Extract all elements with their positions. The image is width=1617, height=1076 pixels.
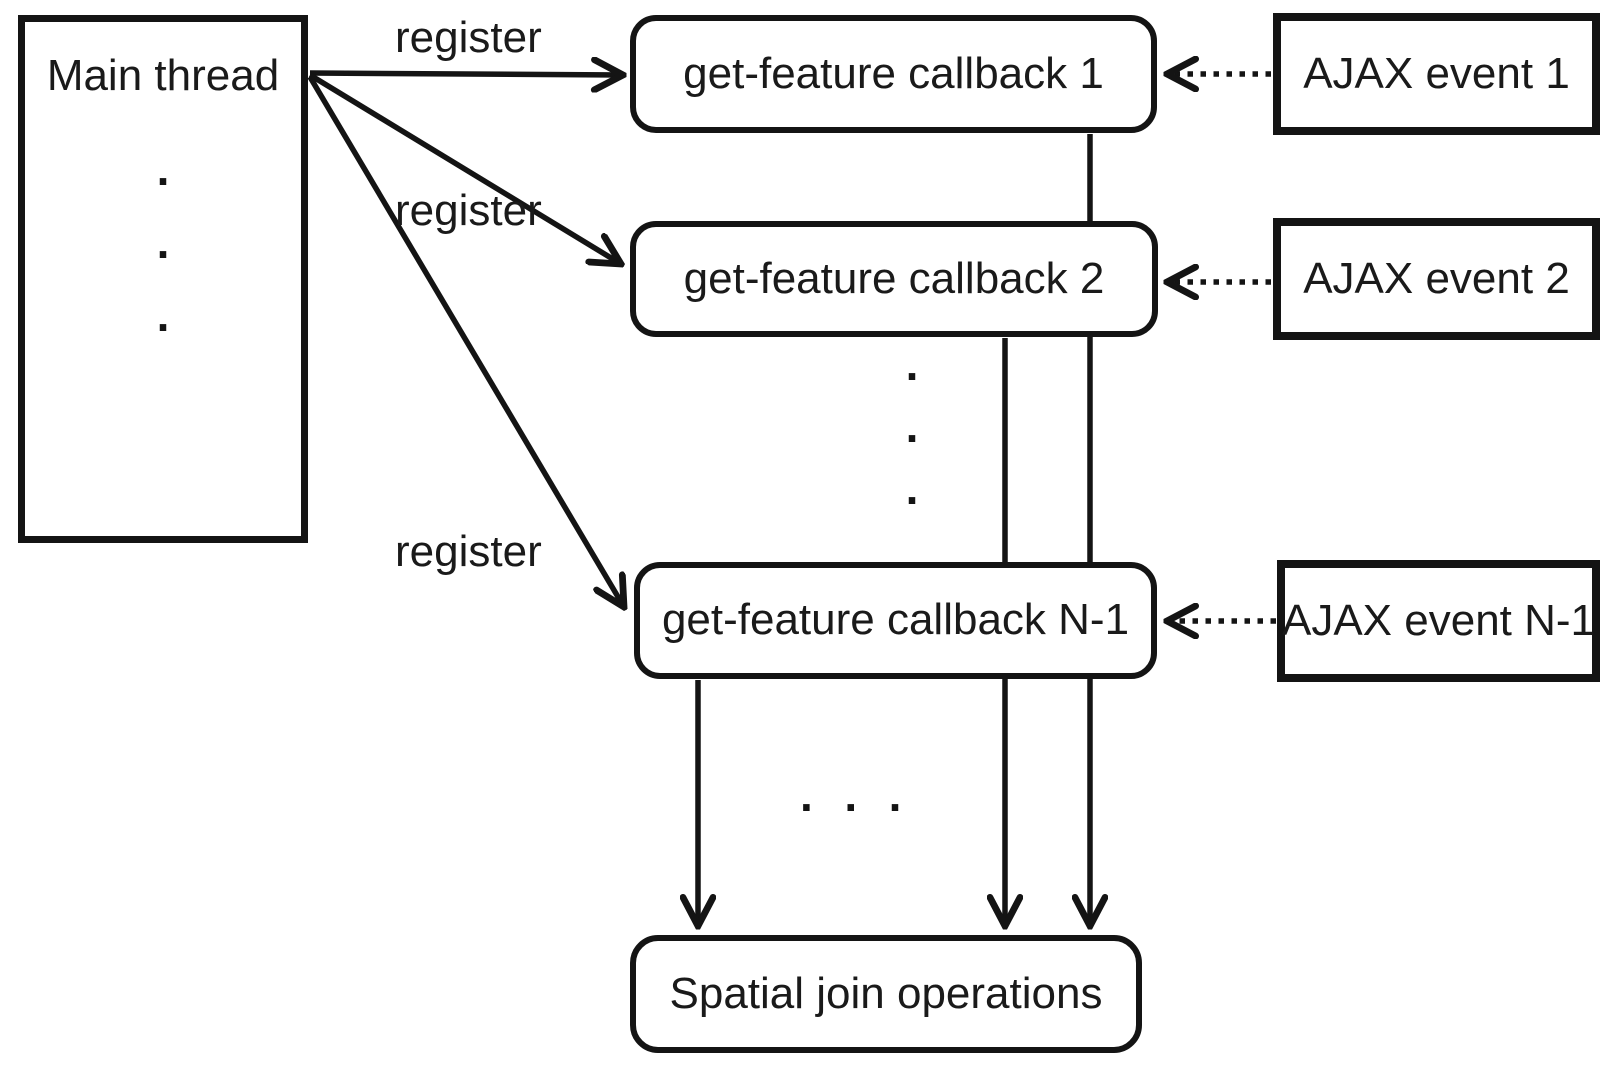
ellipsis-dot: . <box>905 338 919 390</box>
ajax-event-label-2: AJAX event 2 <box>1303 253 1570 303</box>
spatial-join-label: Spatial join operations <box>669 968 1103 1018</box>
arrows-ellipsis: . . . <box>800 769 904 821</box>
callbacks-ellipsis: . . . <box>880 333 944 519</box>
main-thread-box: Main thread <box>18 15 308 543</box>
callback-label-2: get-feature callback 2 <box>683 253 1105 303</box>
ellipsis-dot: . <box>905 462 919 514</box>
ellipsis-dot: . <box>156 289 170 341</box>
ajax-event-label-n1: AJAX event N-1 <box>1281 595 1596 645</box>
ellipsis-dot: . <box>156 216 170 268</box>
register-arrow-2 <box>308 72 621 264</box>
register-arrow-1 <box>309 73 623 75</box>
ajax-event-box-n1: AJAX event N-1 <box>1277 560 1600 682</box>
ajax-event-box-1: AJAX event 1 <box>1273 13 1600 135</box>
main-thread-label: Main thread <box>46 51 280 100</box>
callback-label-n1: get-feature callback N-1 <box>661 595 1130 645</box>
callback-box-1: get-feature callback 1 <box>630 15 1157 133</box>
callback-box-2: get-feature callback 2 <box>630 221 1158 337</box>
ajax-event-box-2: AJAX event 2 <box>1273 218 1600 340</box>
register-arrow-3 <box>307 75 624 607</box>
register-label-2: register <box>395 186 542 235</box>
ajax-event-label-1: AJAX event 1 <box>1303 48 1570 98</box>
spatial-join-box: Spatial join operations <box>630 935 1142 1053</box>
ellipsis-dot: . <box>905 400 919 452</box>
main-thread-ellipsis: . . . <box>18 133 308 352</box>
callback-box-n1: get-feature callback N-1 <box>634 562 1157 679</box>
register-label-1: register <box>395 13 542 62</box>
ellipsis-dot: . <box>156 143 170 195</box>
register-label-3: register <box>395 527 542 576</box>
callback-label-1: get-feature callback 1 <box>683 48 1104 98</box>
